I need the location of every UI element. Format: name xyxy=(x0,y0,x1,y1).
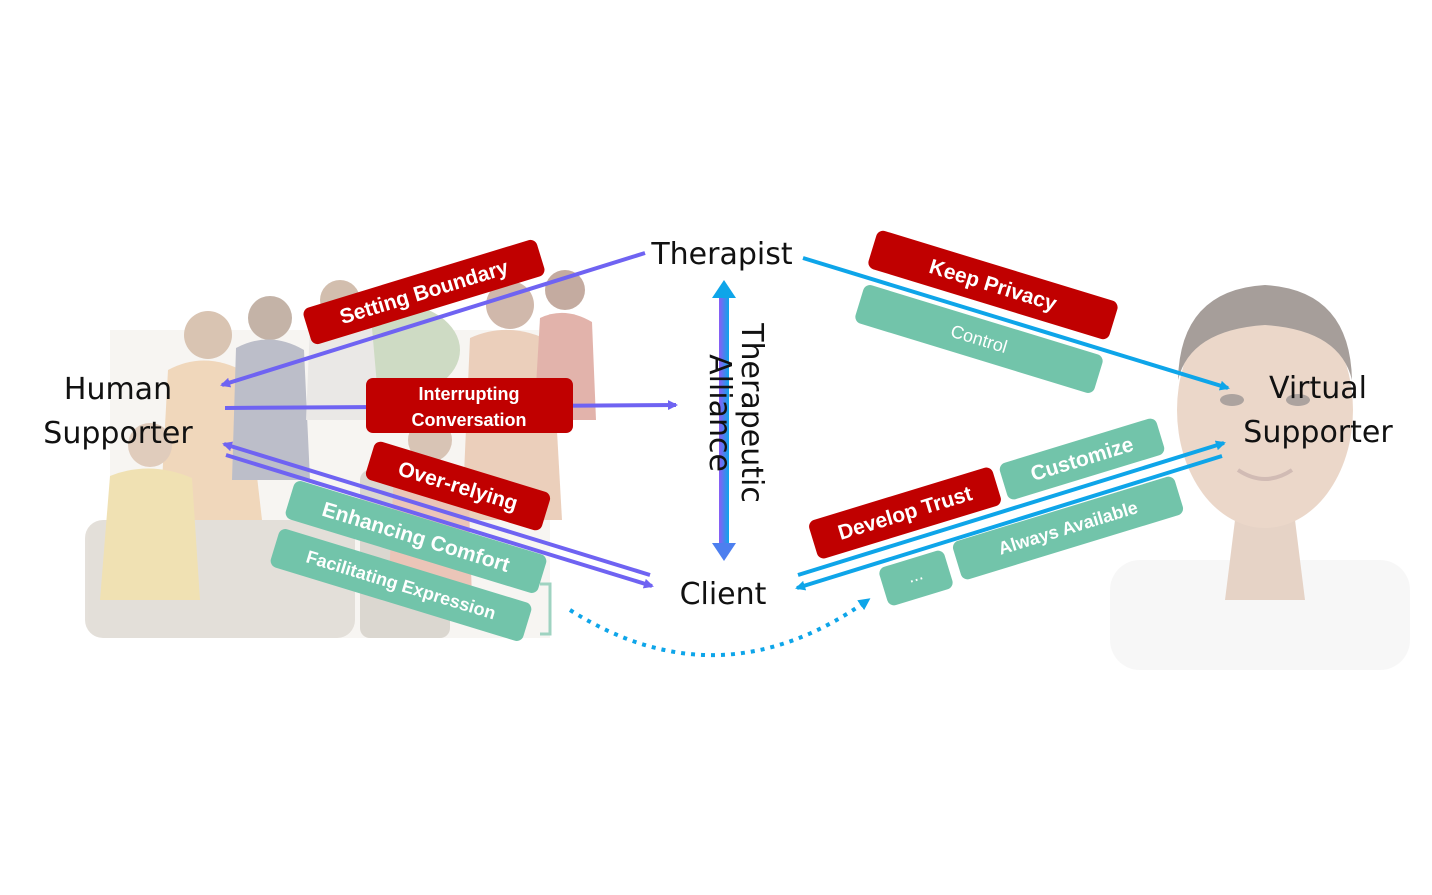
face-photo-icon xyxy=(1110,285,1410,670)
virtual-to-client-arrow xyxy=(795,454,1223,591)
therapist-to-virtual-arrow xyxy=(802,256,1230,391)
client-label: Client xyxy=(680,577,767,612)
human-supporter-line-2: Supporter xyxy=(43,416,193,451)
ellipsis-text: ... xyxy=(905,563,925,587)
interrupting-conversation-tag: Interrupting Conversation xyxy=(366,378,573,433)
interrupting-line-1: Interrupting xyxy=(419,384,520,404)
benefit-bracket xyxy=(540,582,552,636)
control-tag: Control xyxy=(855,285,1103,393)
therapist-to-human-arrow xyxy=(220,251,646,388)
interrupting-line-2: Conversation xyxy=(411,410,526,430)
client-to-human-arrow xyxy=(222,441,651,577)
virtual-supporter-line-1: Virtual xyxy=(1269,371,1367,406)
human-to-client-arrow xyxy=(225,453,654,589)
alliance-line-1: Therapeutic xyxy=(734,322,769,503)
client-to-virtual-arrow xyxy=(797,440,1226,577)
virtual-supporter-line-2: Supporter xyxy=(1243,415,1393,450)
alliance-label: Therapeutic Alliance xyxy=(702,322,769,503)
transfer-dotted-arrow xyxy=(568,598,871,658)
ellipsis-tag: ... xyxy=(879,550,953,606)
therapist-label: Therapist xyxy=(650,237,793,272)
alliance-line-2: Alliance xyxy=(702,354,737,472)
human-supporter-line-1: Human xyxy=(64,372,172,407)
therapeutic-alliance-arrow xyxy=(712,280,736,561)
